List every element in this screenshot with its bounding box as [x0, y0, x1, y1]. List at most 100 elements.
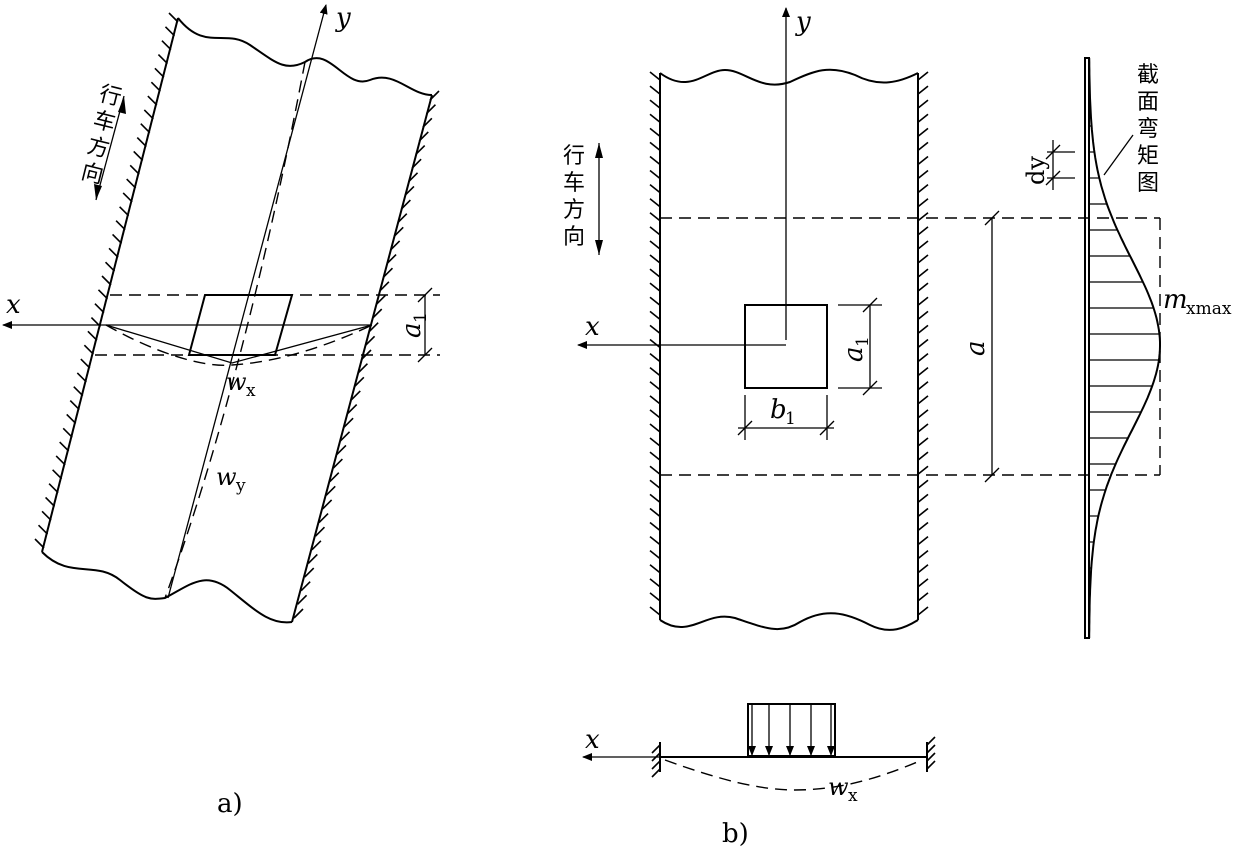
hatch-mark: [41, 510, 52, 521]
hatch-mark: [129, 164, 140, 175]
hatch-mark: [140, 123, 151, 134]
hatch-mark: [917, 141, 929, 152]
hatch-mark: [34, 538, 45, 549]
hatch-mark: [917, 367, 929, 377]
panel-a-wy-main: w: [216, 463, 237, 491]
hatch-mark: [143, 109, 154, 120]
hatch-mark: [649, 296, 661, 306]
hatch-mark: [45, 496, 56, 508]
panel-a-direction-arrow-top: [118, 96, 126, 114]
hatch-mark: [422, 117, 433, 128]
hatch-mark: [649, 169, 661, 180]
hatch-mark: [365, 335, 376, 346]
hatch-mark: [649, 338, 661, 349]
panel-b-top-break: [659, 68, 919, 86]
panel-b-b1-sub: 1: [785, 409, 796, 429]
panel-b-a-tick-bottom: [984, 467, 1000, 483]
panel-b-direction-char-3: 方: [563, 198, 585, 223]
hatch-mark: [336, 444, 347, 455]
hatch-mark: [917, 592, 929, 602]
panel-a-load-patch: [187, 294, 294, 356]
hatch-mark: [917, 71, 929, 81]
hatch-mark: [325, 485, 336, 496]
panel-b-section-wx-sub: x: [848, 786, 858, 806]
panel-a-a1-main: a: [397, 322, 427, 338]
panel-b-bottom-break: [659, 612, 919, 631]
panel-a-wx-curve: [105, 324, 373, 367]
hatch-mark: [649, 437, 661, 447]
hatch-mark: [147, 95, 158, 106]
panel-b-moment-char-4: 矩: [1137, 144, 1159, 169]
hatch-mark: [917, 212, 929, 222]
hatch-mark: [917, 479, 929, 489]
hatch-mark: [168, 12, 179, 23]
hatch-mark: [649, 71, 661, 81]
hatch-mark: [318, 513, 329, 524]
hatch-mark: [649, 141, 661, 152]
hatch-mark: [357, 363, 368, 374]
hatch-mark: [649, 282, 661, 292]
hatch-mark: [368, 322, 379, 333]
panel-b-x-label: x: [585, 312, 600, 342]
hatch-mark: [651, 768, 661, 778]
hatch-mark: [393, 226, 404, 237]
hatch-mark: [649, 578, 661, 588]
hatch-mark: [390, 240, 401, 251]
hatch-mark: [917, 437, 929, 447]
hatch-mark: [649, 493, 661, 503]
hatch-mark: [917, 127, 929, 137]
hatch-mark: [651, 760, 661, 770]
panel-a-caption: a): [217, 789, 243, 819]
hatch-mark: [649, 550, 661, 560]
panel-b-dy-tick-top: [1045, 144, 1061, 160]
hatch-mark: [649, 395, 661, 405]
panel-b-section-wx-curve: [664, 759, 923, 791]
hatch-mark: [300, 581, 311, 592]
hatch-mark: [917, 226, 929, 236]
hatch-mark: [411, 158, 422, 169]
panel-b-cross-section: x w x: [582, 703, 936, 806]
hatch-mark: [94, 303, 105, 314]
hatch-mark: [161, 40, 172, 51]
hatch-mark: [372, 308, 383, 319]
panel-a-wy-curve: [164, 61, 306, 599]
panel-b-a1-tick-bottom: [862, 380, 878, 396]
panel-a-direction-arrow-bottom: [94, 184, 102, 200]
hatch-mark: [917, 451, 929, 461]
panel-b-section-supports: [651, 736, 936, 778]
hatch-mark: [59, 441, 70, 452]
hatch-mark: [917, 550, 929, 560]
panel-a-a1-sub: 1: [411, 312, 431, 323]
panel-b-moment-char-2: 面: [1137, 90, 1159, 115]
hatch-mark: [649, 606, 661, 616]
panel-b-dy-tick-bottom: [1045, 170, 1061, 186]
hatch-mark: [133, 150, 144, 161]
hatch-mark: [917, 85, 929, 95]
hatch-mark: [136, 137, 147, 148]
panel-b-b1-main: b: [770, 395, 787, 425]
hatch-mark: [375, 294, 386, 306]
panel-a: y x a 1 w x w y 行 车: [2, 3, 440, 819]
hatch-mark: [55, 455, 66, 466]
hatch-mark: [917, 606, 929, 616]
hatch-mark: [404, 185, 415, 196]
hatch-mark: [649, 521, 661, 532]
hatch-mark: [917, 423, 929, 433]
hatch-mark: [917, 296, 929, 306]
hatch-mark: [917, 535, 929, 546]
hatch-mark: [48, 483, 59, 494]
hatch-mark: [379, 281, 390, 292]
hatch-mark: [649, 85, 661, 95]
panel-b-direction-char-4: 向: [563, 225, 585, 250]
hatch-mark: [150, 81, 161, 92]
hatch-mark: [66, 413, 77, 424]
hatch-mark: [926, 752, 936, 762]
hatch-mark: [649, 535, 661, 546]
hatch-mark: [164, 26, 176, 37]
hatch-mark: [917, 409, 929, 419]
hatch-mark: [354, 376, 365, 387]
hatch-mark: [104, 261, 116, 272]
hatch-mark: [350, 390, 361, 401]
hatch-mark: [339, 431, 351, 442]
